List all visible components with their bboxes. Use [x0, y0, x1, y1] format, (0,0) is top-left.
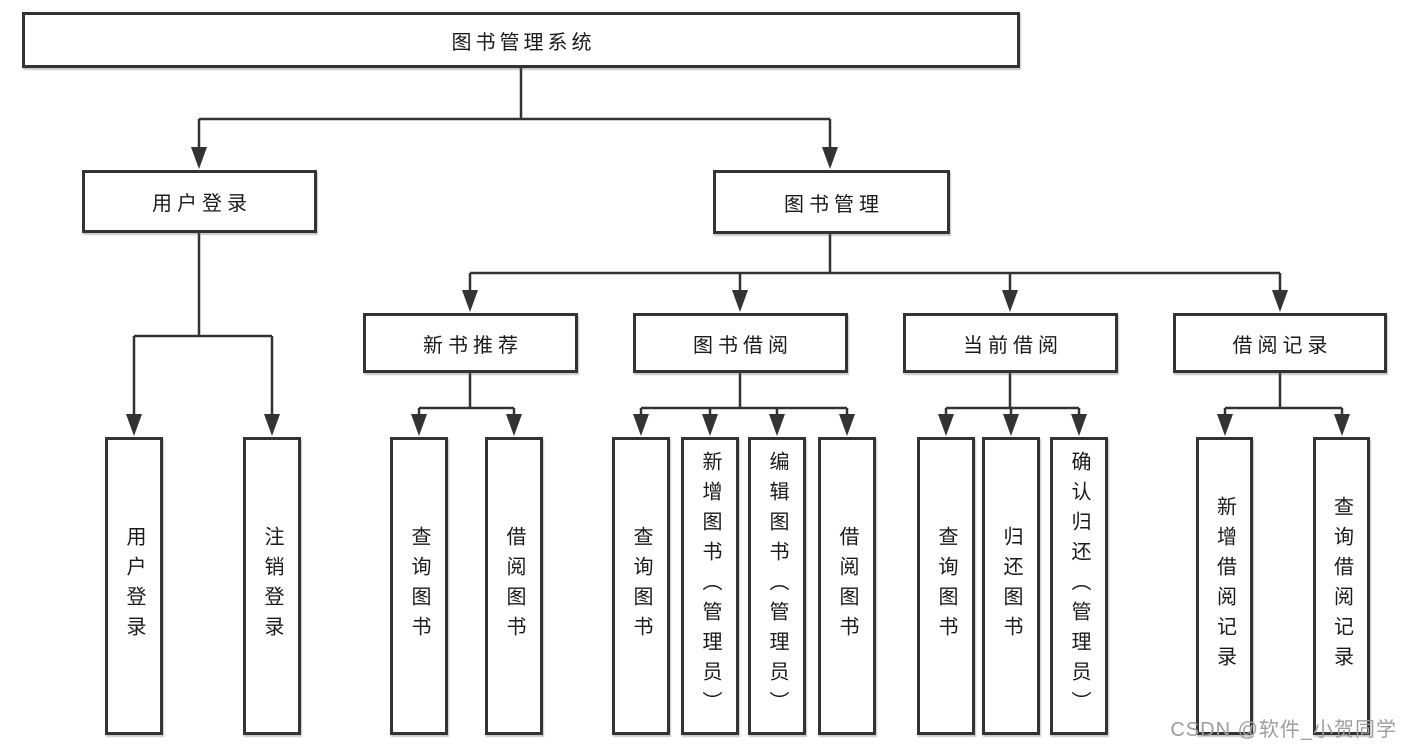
- node-leaf-query-books-current: 查询图书: [917, 437, 975, 735]
- node-user-login: 用户登录: [82, 170, 317, 233]
- node-leaf-query-books-borrowing: 查询图书: [612, 437, 670, 735]
- node-book-borrowing: 图书借阅: [633, 313, 848, 373]
- connector-book-borrowing-to-leaves: [639, 373, 849, 416]
- node-new-book-recommend: 新书推荐: [363, 313, 578, 373]
- node-leaf-confirm-return-admin: 确认归还（管理员）: [1050, 437, 1108, 735]
- node-leaf-return-books: 归还图书: [982, 437, 1040, 735]
- node-leaf-add-borrow-record: 新增借阅记录: [1196, 437, 1253, 735]
- connector-book-management-to-level3: [468, 234, 1282, 292]
- node-root-system: 图书管理系统: [22, 12, 1020, 68]
- node-borrowing-records: 借阅记录: [1173, 313, 1387, 373]
- arrowheads: [126, 147, 1350, 436]
- node-leaf-query-borrow-record: 查询借阅记录: [1313, 437, 1370, 735]
- connector-root-to-level2: [197, 68, 832, 150]
- watermark: CSDN @软件_小贺同学: [1170, 719, 1397, 741]
- node-leaf-user-login: 用户登录: [105, 437, 163, 735]
- node-leaf-add-books-admin: 新增图书（管理员）: [681, 437, 739, 735]
- connector-current-borrowing-to-leaves: [944, 373, 1081, 416]
- connector-user-login-to-leaves: [132, 233, 274, 416]
- connector-borrowing-records-to-leaves: [1223, 373, 1344, 416]
- connector-new-book-recommend-to-leaves: [417, 373, 516, 416]
- node-book-management: 图书管理: [713, 170, 950, 234]
- node-leaf-query-books-recommend: 查询图书: [390, 437, 448, 735]
- node-leaf-logout: 注销登录: [243, 437, 301, 735]
- node-leaf-borrow-books: 借阅图书: [818, 437, 876, 735]
- node-leaf-edit-books-admin: 编辑图书（管理员）: [748, 437, 806, 735]
- node-leaf-borrow-books-recommend: 借阅图书: [485, 437, 543, 735]
- node-current-borrowing: 当前借阅: [903, 313, 1118, 373]
